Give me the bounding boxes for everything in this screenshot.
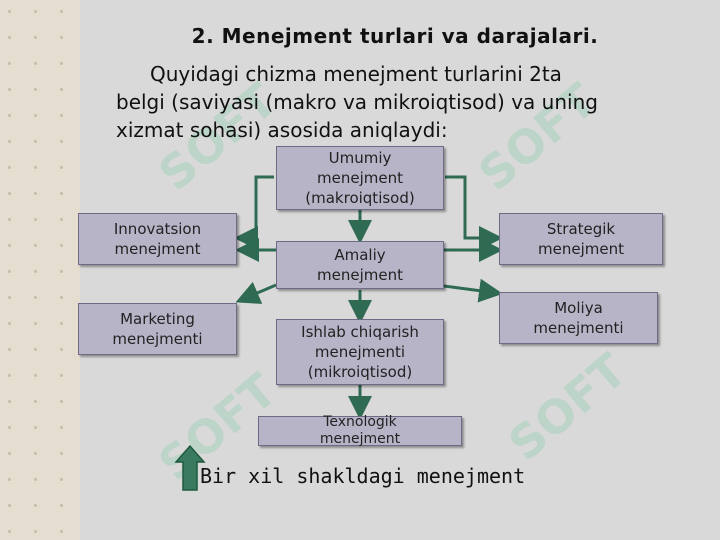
strip-dot bbox=[34, 348, 37, 351]
box-strategik: Strategik menejment bbox=[499, 213, 663, 265]
strip-dot bbox=[8, 296, 11, 299]
strip-dot bbox=[34, 244, 37, 247]
strip-dot bbox=[60, 452, 63, 455]
strip-dot bbox=[8, 270, 11, 273]
connector bbox=[235, 281, 277, 304]
strip-dot bbox=[60, 140, 63, 143]
strip-dot bbox=[34, 374, 37, 377]
strip-dot bbox=[60, 400, 63, 403]
strip-dot bbox=[8, 426, 11, 429]
strip-dot bbox=[34, 452, 37, 455]
strip-dot bbox=[34, 400, 37, 403]
strip-dot bbox=[60, 478, 63, 481]
strip-dot bbox=[60, 114, 63, 117]
strip-dot bbox=[60, 62, 63, 65]
strip-dot bbox=[8, 218, 11, 221]
strip-dot bbox=[60, 374, 63, 377]
strip-dot bbox=[34, 426, 37, 429]
strip-dot bbox=[8, 452, 11, 455]
strip-dot bbox=[60, 218, 63, 221]
strip-dot bbox=[8, 114, 11, 117]
connector bbox=[445, 175, 503, 250]
strip-dot bbox=[8, 166, 11, 169]
strip-dot bbox=[8, 10, 11, 13]
strip-dot bbox=[34, 114, 37, 117]
strip-dot bbox=[34, 322, 37, 325]
strip-dot bbox=[60, 322, 63, 325]
connector bbox=[234, 175, 274, 250]
strip-dot bbox=[34, 478, 37, 481]
box-texnologik: Texnologik menejment bbox=[258, 414, 462, 447]
intro-line: Quyidagi chizma menejment turlarini 2ta bbox=[150, 62, 562, 86]
strip-dot bbox=[8, 244, 11, 247]
strip-dot bbox=[8, 504, 11, 507]
strip-dot bbox=[8, 140, 11, 143]
box-amaliy: Amaliy menejment bbox=[276, 241, 444, 289]
strip-dot bbox=[34, 504, 37, 507]
strip-dot bbox=[34, 10, 37, 13]
intro-line: belgi (saviyasi (makro va mikroiqtisod) … bbox=[116, 90, 598, 114]
slide-title: 2. Menejment turlari va darajalari. bbox=[191, 24, 599, 48]
box-ishlab: Ishlab chiqarish menejmenti (mikroiqtiso… bbox=[276, 319, 444, 385]
strip-dot bbox=[8, 348, 11, 351]
intro-paragraph: Quyidagi chizma menejment turlarini 2ta … bbox=[116, 60, 706, 144]
strip-dot bbox=[8, 478, 11, 481]
strip-dot bbox=[60, 10, 63, 13]
box-umumiy: Umumiy menejment (makroiqtisod) bbox=[276, 146, 444, 210]
box-moliya: Moliya menejmenti bbox=[499, 292, 658, 344]
strip-dot bbox=[60, 88, 63, 91]
box-innovatsion: Innovatsion menejment bbox=[78, 213, 237, 265]
strip-dot bbox=[60, 166, 63, 169]
strip-dot bbox=[60, 270, 63, 273]
strip-dot bbox=[60, 36, 63, 39]
strip-dot bbox=[60, 192, 63, 195]
strip-dot bbox=[8, 530, 11, 533]
strip-dot bbox=[60, 530, 63, 533]
left-decorative-strip bbox=[0, 0, 80, 540]
strip-dot bbox=[34, 166, 37, 169]
strip-dot bbox=[60, 426, 63, 429]
strip-dot bbox=[8, 62, 11, 65]
strip-dot bbox=[34, 88, 37, 91]
strip-dot bbox=[8, 322, 11, 325]
legend-text: Bir xil shakldagi menejment bbox=[200, 464, 526, 488]
strip-dot bbox=[8, 400, 11, 403]
strip-dot bbox=[8, 88, 11, 91]
strip-dot bbox=[8, 374, 11, 377]
strip-dot bbox=[60, 296, 63, 299]
strip-dot bbox=[34, 270, 37, 273]
strip-dot bbox=[60, 348, 63, 351]
strip-dot bbox=[34, 36, 37, 39]
strip-dot bbox=[34, 296, 37, 299]
connector bbox=[443, 278, 503, 303]
legend-up-arrow-icon bbox=[174, 444, 206, 491]
strip-dot bbox=[34, 530, 37, 533]
strip-dot bbox=[60, 504, 63, 507]
strip-dot bbox=[34, 62, 37, 65]
strip-dot bbox=[8, 36, 11, 39]
intro-line: xizmat sohasi) asosida aniqlaydi: bbox=[116, 118, 448, 142]
strip-dot bbox=[60, 244, 63, 247]
strip-dot bbox=[34, 192, 37, 195]
box-marketing: Marketing menejmenti bbox=[78, 303, 237, 355]
strip-dot bbox=[34, 218, 37, 221]
strip-dot bbox=[8, 192, 11, 195]
strip-dot bbox=[34, 140, 37, 143]
